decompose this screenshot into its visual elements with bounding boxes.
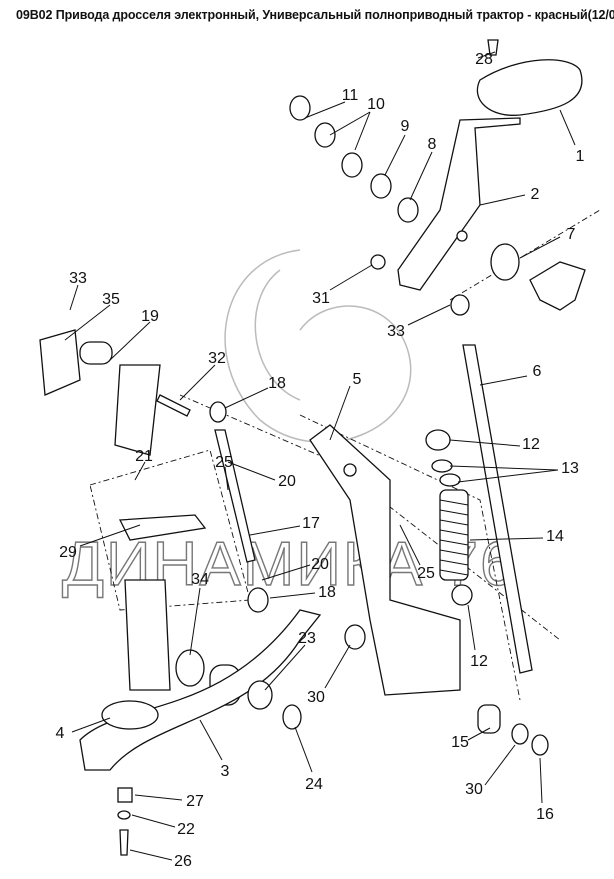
callout-24: 24	[305, 776, 323, 793]
part-3-lever	[79, 609, 322, 771]
callout-18: 18	[268, 375, 286, 392]
callout-29: 29	[59, 544, 77, 561]
callout-12b: 12	[470, 653, 488, 670]
callout-30b: 30	[465, 781, 483, 798]
callout-28: 28	[475, 51, 493, 68]
part-11-nut	[289, 95, 311, 121]
callout-31: 31	[312, 290, 330, 307]
callout-33: 33	[69, 270, 87, 287]
callout-34: 34	[191, 571, 209, 588]
callout-20: 20	[278, 473, 296, 490]
callout-25b: 25	[417, 565, 435, 582]
watermark-logo	[224, 249, 412, 444]
callout-9: 9	[401, 118, 410, 135]
callout-21: 21	[135, 448, 153, 465]
part-2-bracket	[397, 117, 521, 291]
callout-1: 1	[576, 148, 585, 165]
callout-14: 14	[546, 528, 564, 545]
part-5-bracket	[309, 424, 461, 696]
callout-27: 27	[186, 793, 204, 810]
callout-13: 13	[561, 460, 579, 477]
callout-7: 7	[567, 226, 576, 243]
part-17-link	[214, 429, 256, 563]
part-4-cap	[101, 700, 159, 730]
callout-19: 19	[141, 308, 159, 325]
callout-23: 23	[298, 630, 316, 647]
callout-33b: 33	[387, 323, 405, 340]
part-14-spring	[439, 489, 469, 581]
callout-18b: 18	[318, 584, 336, 601]
callout-6: 6	[533, 363, 542, 380]
callout-3: 3	[221, 763, 230, 780]
callout-8: 8	[428, 136, 437, 153]
leader-lines	[64, 51, 576, 861]
part-6-rod	[462, 344, 533, 674]
callout-30: 30	[307, 689, 325, 706]
callout-5: 5	[353, 371, 362, 388]
callout-2: 2	[531, 186, 540, 203]
callout-15: 15	[451, 734, 469, 751]
part-7-washer	[490, 243, 520, 281]
callout-35: 35	[102, 291, 120, 308]
callout-11: 11	[342, 87, 359, 104]
callout-17: 17	[302, 515, 320, 532]
callout-labels: 28 11 10 9 8 1 2 7 33 35 19 31 33 6 32 1…	[56, 51, 585, 870]
callout-22: 22	[177, 821, 195, 838]
callout-26: 26	[174, 853, 192, 870]
callout-20b: 20	[311, 556, 329, 573]
callout-12: 12	[522, 436, 540, 453]
diagram-title: 09B02 Привода дросселя электронный, Унив…	[16, 8, 614, 22]
callout-25: 25	[215, 454, 233, 471]
callout-32: 32	[208, 350, 226, 367]
callout-10: 10	[367, 96, 385, 113]
callout-16: 16	[536, 806, 554, 823]
part-1-pedal	[476, 59, 583, 116]
callout-4: 4	[56, 725, 65, 742]
